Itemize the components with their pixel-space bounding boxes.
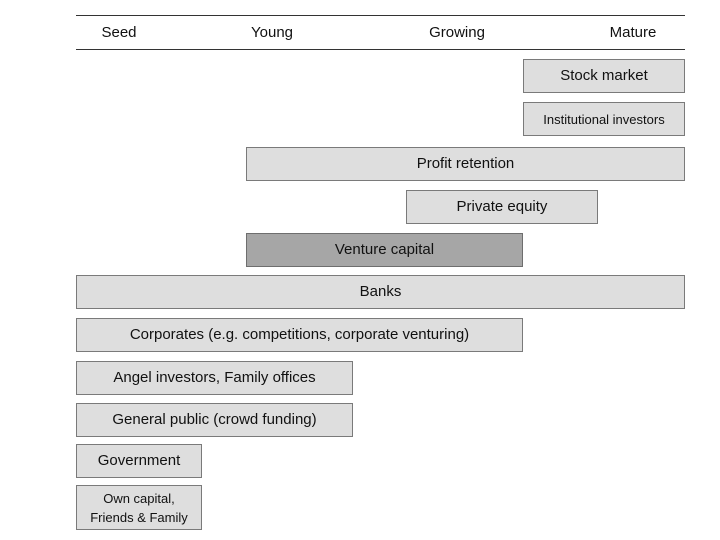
bar-profit-retention: Profit retention [246, 147, 685, 181]
bar-institutional-investors: Institutional investors [523, 102, 685, 136]
header-bottom-rule [76, 49, 685, 50]
bar-corporates: Corporates (e.g. competitions, corporate… [76, 318, 523, 352]
stage-young-label: Young [251, 24, 293, 41]
bar-stock-market: Stock market [523, 59, 685, 93]
stage-mature-label: Mature [609, 24, 657, 41]
stage-seed-label: Seed [101, 24, 137, 41]
bar-government: Government [76, 444, 202, 478]
header-top-rule [76, 15, 685, 16]
bar-banks: Banks [76, 275, 685, 309]
stage-growing-label: Growing [429, 24, 485, 41]
bar-own-capital: Own capital, Friends & Family [76, 485, 202, 530]
bar-general-public: General public (crowd funding) [76, 403, 353, 437]
bar-private-equity: Private equity [406, 190, 598, 224]
bar-venture-capital: Venture capital [246, 233, 523, 267]
bar-angel-investors: Angel investors, Family offices [76, 361, 353, 395]
